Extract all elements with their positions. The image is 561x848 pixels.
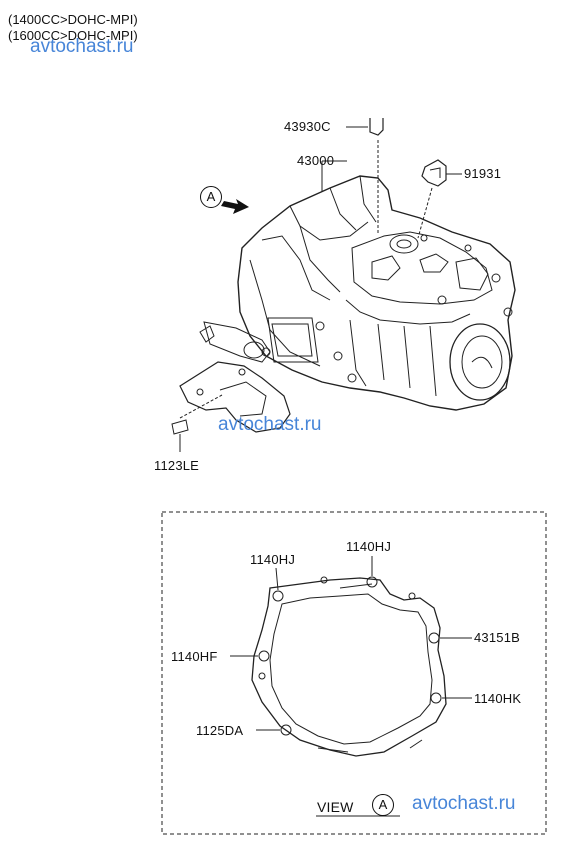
watermark-top: avtochast.ru	[30, 36, 134, 57]
arrow-view-a	[221, 199, 249, 214]
housing-inner-3	[289, 205, 369, 241]
selector-housing	[455, 257, 489, 291]
shift-cap	[389, 234, 419, 254]
hole-small-1	[258, 672, 266, 680]
housing-inner-4	[299, 225, 341, 293]
label-view-43151b: 43151B	[474, 630, 521, 645]
gear-case-seam	[345, 299, 471, 325]
case-bolt-1	[347, 373, 357, 383]
housing-window	[267, 317, 319, 363]
end-cover	[449, 323, 511, 401]
dipstick-clip	[369, 118, 384, 136]
bracket-91931	[421, 159, 447, 187]
label-43930c: 43930C	[284, 119, 331, 134]
gasket-slot-2	[317, 747, 349, 753]
case-bolt-3	[437, 295, 447, 305]
spec-line-1600cc: (1600CC>DOHC-MPI)	[8, 28, 138, 43]
watermark-middle: avtochast.ru	[218, 414, 322, 435]
label-43000: 43000	[297, 153, 335, 168]
housing-window-inner	[271, 323, 313, 357]
bracket-91931-detail	[429, 167, 441, 178]
gear-case-rib-2	[403, 325, 411, 389]
leader-bolt	[179, 394, 223, 419]
hole-1140hk	[430, 692, 442, 704]
release-nipple	[199, 325, 215, 343]
hole-1140hj-right	[366, 576, 378, 588]
mount-hole-2	[238, 368, 246, 376]
shift-lever-base	[419, 253, 449, 273]
housing-rib-1	[329, 187, 357, 231]
gasket-slot-3	[409, 739, 423, 749]
mounting-bracket	[179, 361, 291, 433]
release-cylinder-end	[243, 341, 265, 359]
label-view-1140hj-left: 1140HJ	[250, 552, 296, 567]
case-bolt-6	[420, 234, 428, 242]
hole-43151b	[428, 632, 440, 644]
label-view-1125da: 1125DA	[196, 723, 244, 738]
hole-1140hf	[258, 650, 270, 662]
gasket-inner	[269, 593, 433, 745]
housing-rib-2	[359, 175, 377, 223]
spec-line-1400cc: (1400CC>DOHC-MPI)	[8, 12, 138, 27]
label-1123le: 1123LE	[154, 458, 200, 473]
end-cover-mark	[471, 356, 493, 369]
view-a-caption-letter: A	[372, 794, 394, 816]
release-fitting	[261, 347, 271, 357]
leader-bracket	[417, 187, 433, 239]
label-91931: 91931	[464, 166, 502, 181]
case-bolt-7	[464, 244, 472, 252]
shift-lever-2	[371, 255, 401, 281]
top-cover	[351, 231, 493, 305]
mount-hole-1	[196, 388, 204, 396]
case-bolt-5	[503, 307, 513, 317]
watermark-bottom: avtochast.ru	[412, 793, 516, 814]
view-a-caption-word: VIEW	[317, 799, 354, 815]
end-cover-inner	[461, 335, 503, 389]
hole-1140hj-left	[272, 590, 284, 602]
hole-small-3	[408, 592, 416, 600]
case-bolt-2	[333, 351, 343, 361]
case-bolt-4	[491, 273, 501, 283]
mounting-bracket-inner	[219, 381, 267, 417]
hole-1125da	[280, 724, 292, 736]
label-view-1140hf: 1140HF	[171, 649, 218, 664]
gear-case-edge	[349, 319, 367, 387]
view-marker-a: A	[200, 186, 222, 208]
case-bolt-8	[315, 321, 325, 331]
release-cylinder	[203, 321, 271, 363]
leader-view-hj-left	[275, 567, 279, 591]
label-view-1140hk: 1140HK	[474, 691, 522, 706]
label-view-1140hj-right: 1140HJ	[346, 539, 392, 554]
gear-case-rib-3	[429, 325, 437, 397]
transmission-housing-outline	[237, 175, 516, 411]
gasket-slot-1	[339, 583, 373, 589]
gear-case-rib-1	[377, 323, 385, 381]
housing-inner-2	[261, 235, 331, 301]
view-a-frame	[161, 511, 547, 835]
shift-cap-inner	[396, 239, 412, 249]
gasket-outline	[251, 577, 447, 757]
bolt-1123le-head	[171, 419, 189, 435]
hole-small-2	[320, 576, 328, 584]
